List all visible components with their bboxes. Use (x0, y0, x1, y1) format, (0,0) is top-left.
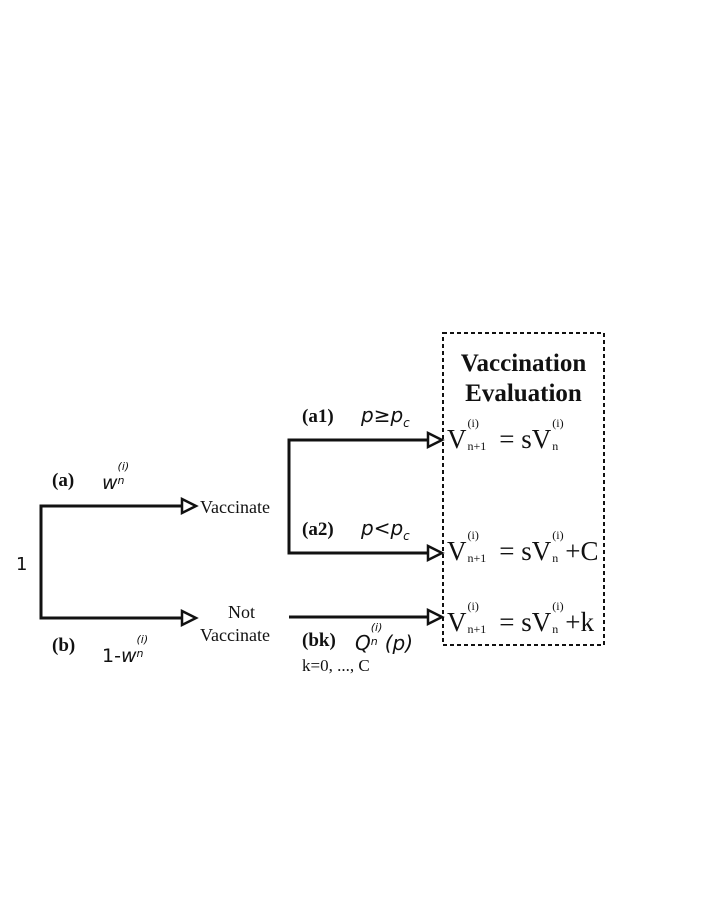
branch-b-probability: 1-w(i)n (102, 634, 151, 667)
condition-sub: c (403, 529, 410, 543)
prob-sup: (i) (136, 633, 149, 646)
outcome-not-line2: Vaccinate (200, 625, 270, 645)
branch-a1-condition: p≥pc (361, 403, 410, 429)
condition-text: p≥p (361, 403, 404, 427)
eq-lhs: V (447, 424, 467, 454)
eq-rhs-sub: n (552, 551, 559, 565)
arrow-a2 (426, 543, 445, 563)
eq-rhs-sup: (i) (552, 599, 564, 613)
outcome-not-line1: Not (228, 602, 255, 622)
vaccinate-branch-lines (287, 438, 428, 555)
eq-lhs: V (447, 607, 467, 637)
condition-sub: c (403, 416, 410, 430)
eq-lhs-sub: n+1 (467, 439, 487, 453)
prob-sub: n (117, 474, 125, 487)
equation-bk: V(i)n+1 = sV(i)n+k (447, 600, 594, 637)
branch-a2-tag: (a2) (302, 519, 334, 540)
eq-tail: +k (565, 607, 594, 637)
prob-base: w (120, 645, 137, 667)
eq-rhs: = sV (492, 607, 552, 637)
prob-base: Q (355, 631, 371, 655)
eq-lhs-sup: (i) (467, 528, 479, 542)
branch-a2-condition: p<pc (361, 516, 410, 542)
evaluation-title-line1: Vaccination (460, 350, 587, 377)
prob-prefix: 1- (102, 645, 121, 667)
eq-lhs-sup: (i) (467, 599, 479, 613)
eq-rhs: = sV (492, 536, 552, 566)
evaluation-title-line2: Evaluation (465, 380, 582, 407)
eq-rhs-sub: n (552, 439, 559, 453)
outcome-vaccinate: Vaccinate (200, 497, 270, 517)
eq-lhs-sub: n+1 (467, 551, 487, 565)
branch-bk-range: k=0, ..., C (302, 656, 370, 675)
eq-rhs-sup: (i) (552, 416, 564, 430)
prob-base: w (102, 472, 118, 494)
arrow-vaccinate (180, 496, 199, 516)
arrow-not-vaccinate (180, 608, 199, 628)
branch-bk-tag: (bk) (302, 630, 336, 651)
prob-arg: (p) (384, 631, 414, 655)
branch-a-tag: (a) (52, 470, 75, 491)
arrow-a1 (426, 430, 445, 450)
arrow-bk (426, 607, 445, 627)
root-label: 1 (16, 554, 28, 575)
evaluation-box (442, 332, 605, 646)
eq-rhs-sub: n (552, 622, 559, 636)
equation-a1: V(i)n+1 = sV(i)n (447, 417, 565, 454)
eq-lhs: V (447, 536, 467, 566)
eq-lhs-sup: (i) (467, 416, 479, 430)
equation-a2: V(i)n+1 = sV(i)n+C (447, 529, 599, 566)
root-branch-lines (39, 504, 182, 620)
condition-text: p<p (361, 516, 404, 540)
eq-tail: +C (565, 536, 599, 566)
branch-a1-tag: (a1) (302, 406, 334, 427)
prob-sup: (i) (370, 621, 383, 634)
branch-b-tag: (b) (52, 635, 76, 656)
branch-a-probability: w(i)n (102, 461, 132, 494)
prob-sub: n (370, 635, 378, 648)
eq-rhs: = sV (492, 424, 552, 454)
eq-rhs-sup: (i) (552, 528, 564, 542)
branch-bk-probability: Q(i)n (p) (355, 622, 414, 655)
prob-sup: (i) (117, 460, 130, 473)
prob-sub: n (136, 647, 144, 660)
eq-lhs-sub: n+1 (467, 622, 487, 636)
